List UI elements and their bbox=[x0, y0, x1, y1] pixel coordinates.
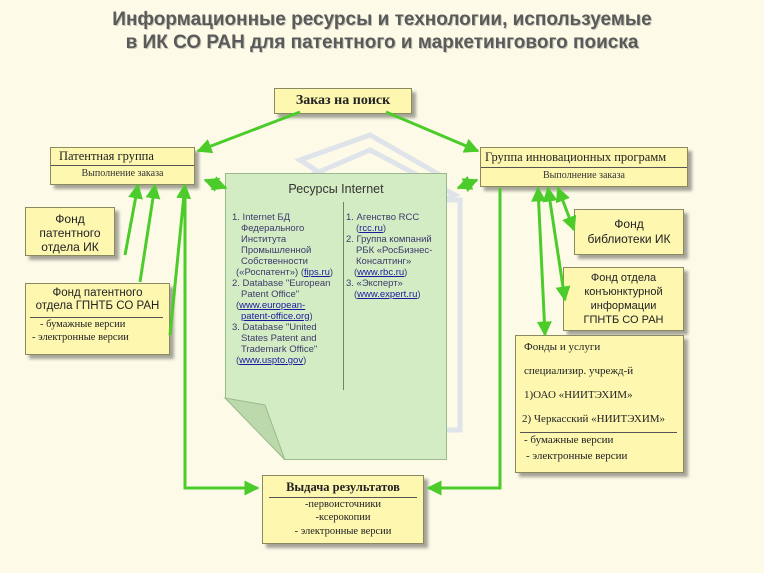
link-uspto[interactable]: www.uspto.gov bbox=[239, 355, 304, 366]
internet-resources-title: Ресурсы Internet bbox=[288, 182, 384, 196]
fund-gpntb-box: Фонд патентного отдела ГПНТБ СО РАН - бу… bbox=[25, 283, 170, 355]
patent-group-subtitle: Выполнение заказа bbox=[51, 165, 194, 179]
results-box: Выдача результатов -первоисточники -ксер… bbox=[262, 475, 424, 544]
internet-column-divider bbox=[343, 202, 344, 390]
fund-library-box: Фонд библиотеки ИК bbox=[574, 209, 684, 255]
page-title: Информационные ресурсы и технологии, исп… bbox=[0, 8, 764, 54]
patent-group-title: Патентная группа bbox=[59, 149, 154, 163]
innovation-group-subtitle: Выполнение заказа bbox=[481, 167, 687, 181]
innovation-group-box: Группа инновационных программ Выполнение… bbox=[480, 147, 688, 187]
title-line-1: Информационные ресурсы и технологии, исп… bbox=[112, 9, 652, 30]
fund-market-box: Фонд отдела конъюнктурной информации ГПН… bbox=[563, 267, 684, 331]
internet-right-column: 1. Агенство RCC (rcc.ru) 2. Группа компа… bbox=[346, 212, 433, 300]
link-rcc[interactable]: rcc.ru bbox=[359, 223, 383, 234]
patent-group-box: Патентная группа Выполнение заказа bbox=[50, 147, 195, 185]
order-box: Заказ на поиск bbox=[274, 88, 412, 114]
link-expert[interactable]: www.expert.ru bbox=[357, 289, 418, 300]
link-european-patent-office-2[interactable]: patent-office.org bbox=[241, 311, 310, 322]
internet-left-column: 1. Internet БД Федерального Института Пр… bbox=[232, 212, 334, 366]
services-box: Фонды и услуги специализир. учрежд-й 1)О… bbox=[515, 335, 684, 473]
link-fips[interactable]: fips.ru bbox=[304, 267, 330, 278]
link-rbc[interactable]: www.rbc.ru bbox=[357, 267, 405, 278]
title-line-2: в ИК СО РАН для патентного и маркетингов… bbox=[125, 32, 639, 53]
innovation-group-title: Группа инновационных программ bbox=[485, 150, 667, 164]
fund-ik-box: Фонд патентного отдела ИК bbox=[25, 207, 115, 256]
link-european-patent-office[interactable]: www.european- bbox=[239, 300, 306, 311]
